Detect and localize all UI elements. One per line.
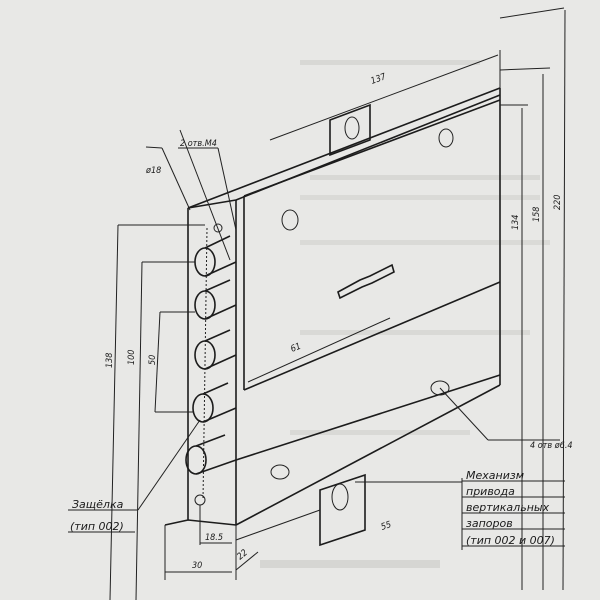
callout-2-holes-m4: 2 отв.М4	[180, 139, 217, 149]
latch-label-line-1: Защёлка	[72, 498, 124, 511]
dim-55: 55	[380, 520, 393, 533]
dim-100: 100	[127, 350, 137, 365]
bolt-4	[192, 382, 237, 423]
dimension-values: 137 220 158 134 138 100 50 61 55 30 18.5…	[105, 72, 563, 571]
lock-body	[164, 87, 501, 547]
dim-30: 30	[192, 561, 202, 571]
dim-137: 137	[370, 72, 389, 87]
latch-label: Защёлка (тип 002)	[70, 498, 124, 533]
background-bleed	[260, 60, 550, 568]
mechanism-label: Механизм привода вертикальных запоров (т…	[355, 469, 565, 550]
dim-138: 138	[105, 353, 115, 368]
callout-diameter-18: ø18	[145, 166, 161, 176]
dim-134: 134	[511, 215, 521, 230]
dimension-lines	[68, 7, 566, 600]
mechanism-label-line-3: вертикальных	[466, 501, 550, 514]
callout-4-holes-6-4: 4 отв ø6.4	[530, 441, 573, 451]
dim-50: 50	[148, 355, 158, 365]
dim-18-5: 18.5	[205, 533, 223, 543]
mechanism-label-line-2: привода	[466, 485, 515, 498]
bolt-1	[194, 235, 237, 277]
latch-label-line-2: (тип 002)	[70, 520, 124, 533]
mechanism-label-line-4: запоров	[466, 517, 513, 530]
mechanism-label-line-1: Механизм	[466, 469, 524, 482]
bolt-3	[194, 329, 237, 370]
dim-220: 220	[553, 195, 563, 210]
dim-158: 158	[532, 207, 542, 222]
bolt-2	[194, 279, 237, 320]
dim-61: 61	[289, 342, 302, 355]
bolt-5	[185, 434, 237, 475]
mechanism-label-line-5: (тип 002 и 007)	[466, 534, 555, 547]
callouts: 2 отв.М4 ø18 4 отв ø6.4	[145, 139, 573, 451]
latch-bolts	[185, 223, 237, 506]
